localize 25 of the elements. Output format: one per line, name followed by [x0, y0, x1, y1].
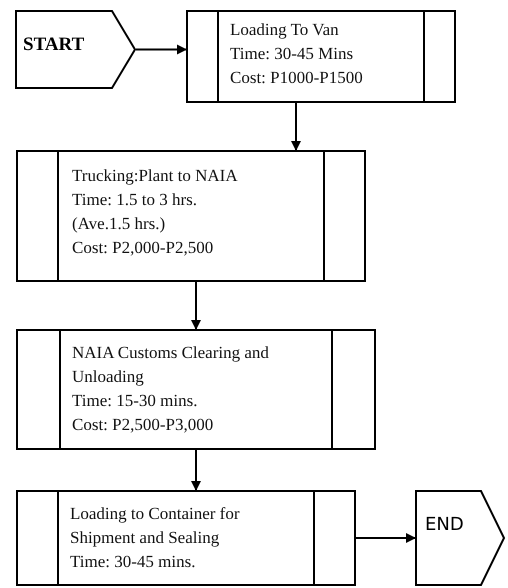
step-detail: (Ave.1.5 hrs.)	[72, 213, 166, 235]
step-detail: Cost: P1000-P1500	[230, 67, 364, 89]
predefined-process-box	[16, 490, 356, 586]
step-detail: Time: 30-45 Mins	[230, 43, 354, 65]
step-title: Loading to Container for Shipment and Sealing	[70, 503, 240, 549]
terminal-shape	[415, 490, 505, 586]
arrow	[356, 533, 416, 543]
step-title: NAIA Customs Clearing and Unloading	[72, 342, 270, 388]
step-title: Trucking:Plant to NAIA	[72, 165, 239, 187]
terminal-label: START	[23, 34, 84, 56]
terminal-label: END	[425, 514, 464, 535]
arrow	[191, 282, 201, 330]
terminal-shape	[15, 10, 136, 89]
step-detail: Time: 15-30 mins.	[72, 390, 198, 412]
step-detail: Time: 30-45 mins.	[70, 551, 196, 573]
arrow	[291, 103, 301, 151]
predefined-process-box	[16, 150, 366, 282]
predefined-process-box	[186, 10, 456, 103]
step-detail: Time: 1.5 to 3 hrs.	[72, 189, 198, 211]
arrow	[136, 44, 187, 54]
step-detail: Cost: P2,000-P2,500	[72, 237, 214, 259]
predefined-process-box	[16, 329, 376, 450]
step-detail: Cost: P2,500-P3,000	[72, 414, 214, 436]
arrow	[191, 450, 201, 491]
step-title: Loading To Van	[230, 19, 340, 41]
